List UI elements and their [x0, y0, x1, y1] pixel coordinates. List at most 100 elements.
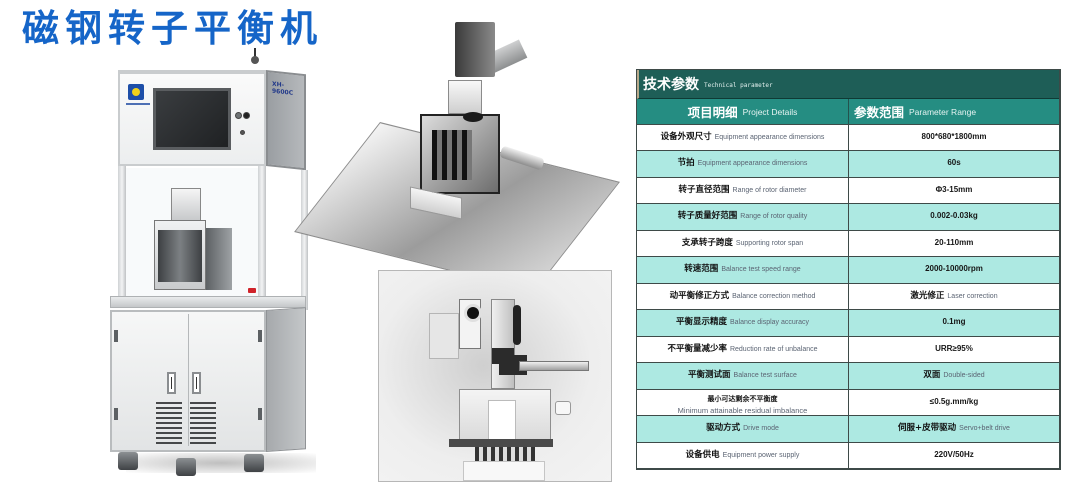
- value-cell: Φ3-15mm: [849, 178, 1059, 203]
- value-text: 20-110mm: [934, 237, 974, 247]
- vent-grille-icon: [156, 402, 182, 444]
- table-title-row: 技术参数 Technical parameter: [637, 70, 1059, 99]
- item-en: Balance display accuracy: [730, 319, 809, 327]
- value-cn: 双面: [923, 370, 941, 381]
- column-header-parameter-range: 参数范围 Parameter Range: [849, 99, 1059, 124]
- indicator-light-icon: [235, 112, 242, 119]
- item-cn: 支承转子跨度: [681, 237, 733, 248]
- lower-cabinet: [110, 310, 266, 452]
- item-cn: 驱动方式: [706, 423, 741, 434]
- hinge-icon: [114, 408, 118, 420]
- value-text: 60s: [947, 158, 961, 168]
- balancing-module-3d-image: [294, 22, 620, 292]
- item-en: Equipment appearance dimensions: [697, 160, 808, 168]
- pneumatic-cylinder: [519, 361, 589, 371]
- table-title: 技术参数: [643, 77, 699, 93]
- value-cell: URR≥95%: [849, 337, 1059, 362]
- value-text: 0.002-0.03kg: [930, 211, 978, 221]
- column-header-cn: 项目明细: [687, 105, 738, 120]
- column-header-cn: 参数范围: [854, 105, 905, 120]
- value-text: 2000-10000rpm: [925, 264, 983, 274]
- door-divider: [188, 314, 189, 446]
- caster-wheel-icon: [244, 454, 264, 472]
- table-header-row: 项目明细 Project Details 参数范围 Parameter Rang…: [637, 99, 1059, 125]
- emergency-stop-icon: [248, 288, 256, 293]
- value-text: 0.1mg: [942, 317, 966, 327]
- item-cn: 动平衡修正方式: [669, 290, 730, 301]
- caster-wheel-icon: [118, 452, 138, 470]
- item-en: Balance correction method: [732, 292, 816, 300]
- item-en: Supporting rotor span: [735, 239, 804, 247]
- item-en: Reduction rate of unbalance: [729, 345, 818, 353]
- item-cell: 最小可达剩余不平衡度 Minimum attainable residual i…: [637, 389, 849, 416]
- item-cn: 平衡测试面: [688, 370, 731, 381]
- side-panel: XH-9600C: [266, 70, 306, 171]
- page-title: 磁钢转子平衡机: [22, 7, 323, 50]
- value-cn: 激光修正: [910, 290, 945, 301]
- balancing-body: [459, 389, 551, 442]
- value-text: URR≥95%: [935, 343, 973, 353]
- frame-post: [301, 170, 308, 310]
- vent-grille-icon: [190, 402, 216, 444]
- item-cn: 平衡显示精度: [675, 317, 727, 328]
- value-cell: 60s: [849, 151, 1059, 176]
- value-en: Servo+belt drive: [959, 425, 1010, 433]
- item-en: Balance test speed range: [721, 266, 801, 274]
- item-cn: 转子质量好范围: [677, 211, 738, 222]
- item-en: Range of rotor diameter: [732, 186, 807, 194]
- caster-wheel-icon: [176, 458, 196, 476]
- key-switch-icon: [240, 130, 245, 135]
- value-en: Double-sided: [943, 372, 985, 380]
- item-cn: 转子直径范围: [678, 184, 730, 195]
- value-cell: 800*680*1800mm: [849, 125, 1059, 150]
- column-header-project-details: 项目明细 Project Details: [637, 99, 849, 124]
- door-handle-icon: [192, 372, 201, 394]
- door-handle-icon: [167, 372, 176, 394]
- item-en: Minimum attainable residual imbalance: [677, 405, 808, 415]
- value-cell: 220V/50Hz: [849, 443, 1059, 468]
- signal-lamp-icon: [251, 48, 259, 66]
- drive-belt: [513, 305, 521, 345]
- cabinet-side-panel: [266, 307, 306, 452]
- value-text: 800*680*1800mm: [921, 132, 987, 141]
- item-cn: 设备外观尺寸: [660, 132, 712, 142]
- item-cn: 最小可达剩余不平衡度: [707, 393, 778, 403]
- hinge-icon: [258, 330, 262, 342]
- selector-switch-icon: [243, 112, 250, 119]
- value-cell: 0.002-0.03kg: [849, 204, 1059, 229]
- item-cn: 不平衡量减少率: [667, 343, 727, 354]
- table-title-en: Technical parameter: [704, 82, 773, 89]
- value-cell: 20-110mm: [849, 231, 1059, 256]
- hinge-icon: [258, 408, 262, 420]
- machine-cabinet-image: XH-9600C: [96, 48, 328, 488]
- value-cn: 伺服+皮带驱动: [898, 423, 957, 434]
- item-cn: 转速范围: [684, 264, 719, 275]
- motor-icon: [459, 299, 482, 349]
- clamp-bar: [449, 439, 553, 447]
- value-text: Φ3-15mm: [935, 184, 973, 194]
- control-panel: [118, 70, 266, 166]
- laser-head: [455, 22, 495, 77]
- value-text: 220V/50Hz: [934, 449, 974, 459]
- brand-logo-text: [126, 103, 150, 105]
- floor-shadow: [126, 453, 316, 473]
